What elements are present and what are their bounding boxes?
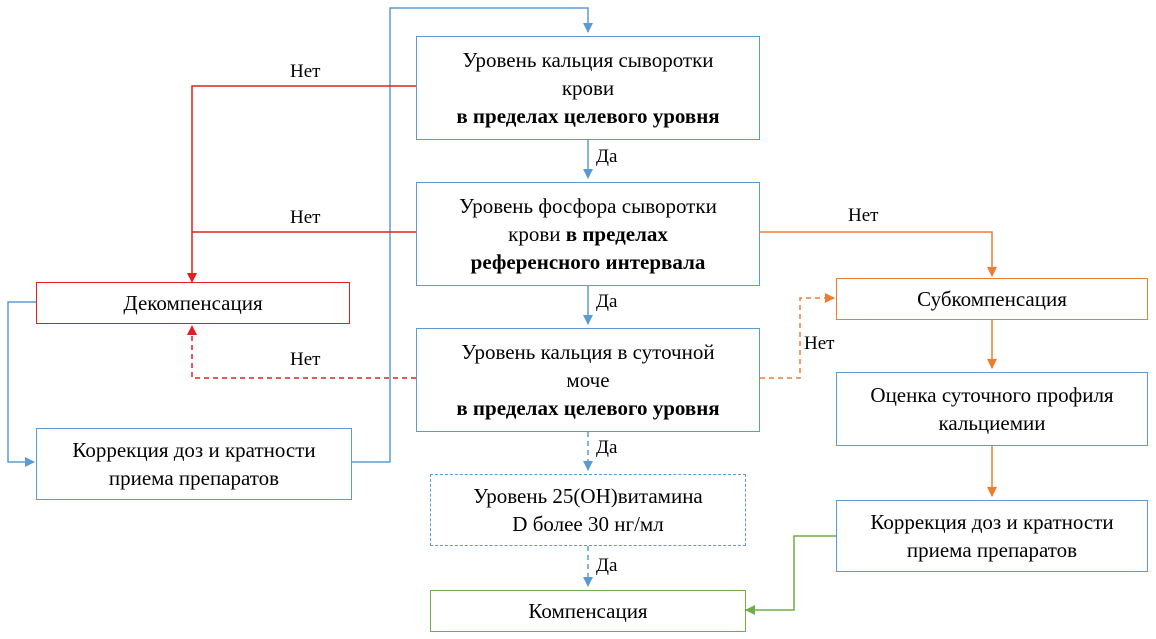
node-correction-right-line2: приема препаратов: [906, 538, 1078, 562]
node-phosphorus-blood-line2-bold: в пределах: [565, 222, 668, 246]
node-calcium-urine: Уровень кальция в суточной моче в предел…: [416, 328, 760, 432]
node-daily-profile-line2: кальциемии: [938, 411, 1046, 435]
node-correction-left-line2: приема препаратов: [108, 466, 280, 490]
label-no-phosphorus-left: Нет: [290, 207, 321, 228]
node-decompensation-label: Декомпенсация: [123, 291, 263, 315]
node-calcium-blood-line3: в пределах целевого уровня: [456, 104, 720, 128]
edge-calcium-no-to-decompensation: [187, 85, 416, 283]
node-calcium-urine-line3: в пределах целевого уровня: [456, 396, 720, 420]
node-subcompensation: Субкомпенсация: [836, 278, 1148, 320]
node-vitamin-d: Уровень 25(OH)витамина D более 30 нг/мл: [430, 474, 746, 546]
node-compensation: Компенсация: [430, 590, 746, 632]
node-phosphorus-blood: Уровень фосфора сыворотки крови в предел…: [416, 182, 760, 286]
node-vitamin-d-line1: Уровень 25(OH)витамина: [473, 484, 703, 508]
label-yes-3: Да: [596, 437, 618, 458]
node-subcompensation-label: Субкомпенсация: [917, 287, 1067, 311]
edge-urine-no-to-subcompensation: [760, 293, 835, 379]
node-phosphorus-blood-line2-plain: крови: [508, 222, 566, 246]
node-decompensation: Декомпенсация: [36, 282, 350, 324]
edge-urine-no-to-decompensation: [187, 325, 416, 379]
node-calcium-blood-line1: Уровень кальция сыворотки: [462, 48, 714, 72]
node-calcium-urine-line1: Уровень кальция в суточной: [461, 340, 715, 364]
node-vitamin-d-line2: D более 30 нг/мл: [512, 512, 664, 536]
label-no-phosphorus-right: Нет: [848, 205, 879, 226]
node-calcium-urine-line2: моче: [566, 368, 610, 392]
node-calcium-blood: Уровень кальция сыворотки крови в предел…: [416, 36, 760, 140]
edge-correction-to-compensation: [745, 535, 836, 615]
node-compensation-label: Компенсация: [528, 599, 648, 623]
node-phosphorus-blood-line3: референсного интервала: [470, 250, 706, 274]
edge-phosphorus-no-to-subcompensation: [760, 231, 997, 277]
node-correction-right: Коррекция доз и кратности приема препара…: [836, 500, 1148, 572]
node-correction-right-line1: Коррекция доз и кратности: [870, 510, 1114, 534]
node-daily-profile-line1: Оценка суточного профиля: [870, 383, 1114, 407]
node-correction-left: Коррекция доз и кратности приема препара…: [36, 428, 352, 500]
edge-decompensation-to-correction: [7, 301, 36, 467]
label-no-urine-left: Нет: [290, 349, 321, 370]
label-yes-2: Да: [596, 291, 618, 312]
edge-correction-to-calcium: [352, 7, 593, 463]
node-calcium-blood-line2: крови: [561, 76, 615, 100]
label-no-urine-right: Нет: [804, 333, 835, 354]
label-no-calcium: Нет: [290, 61, 321, 82]
node-phosphorus-blood-line1: Уровень фосфора сыворотки: [459, 194, 717, 218]
node-correction-left-line1: Коррекция доз и кратности: [72, 438, 316, 462]
node-daily-profile: Оценка суточного профиля кальциемии: [836, 372, 1148, 446]
label-yes-4: Да: [596, 555, 618, 576]
label-yes-1: Да: [596, 146, 618, 167]
